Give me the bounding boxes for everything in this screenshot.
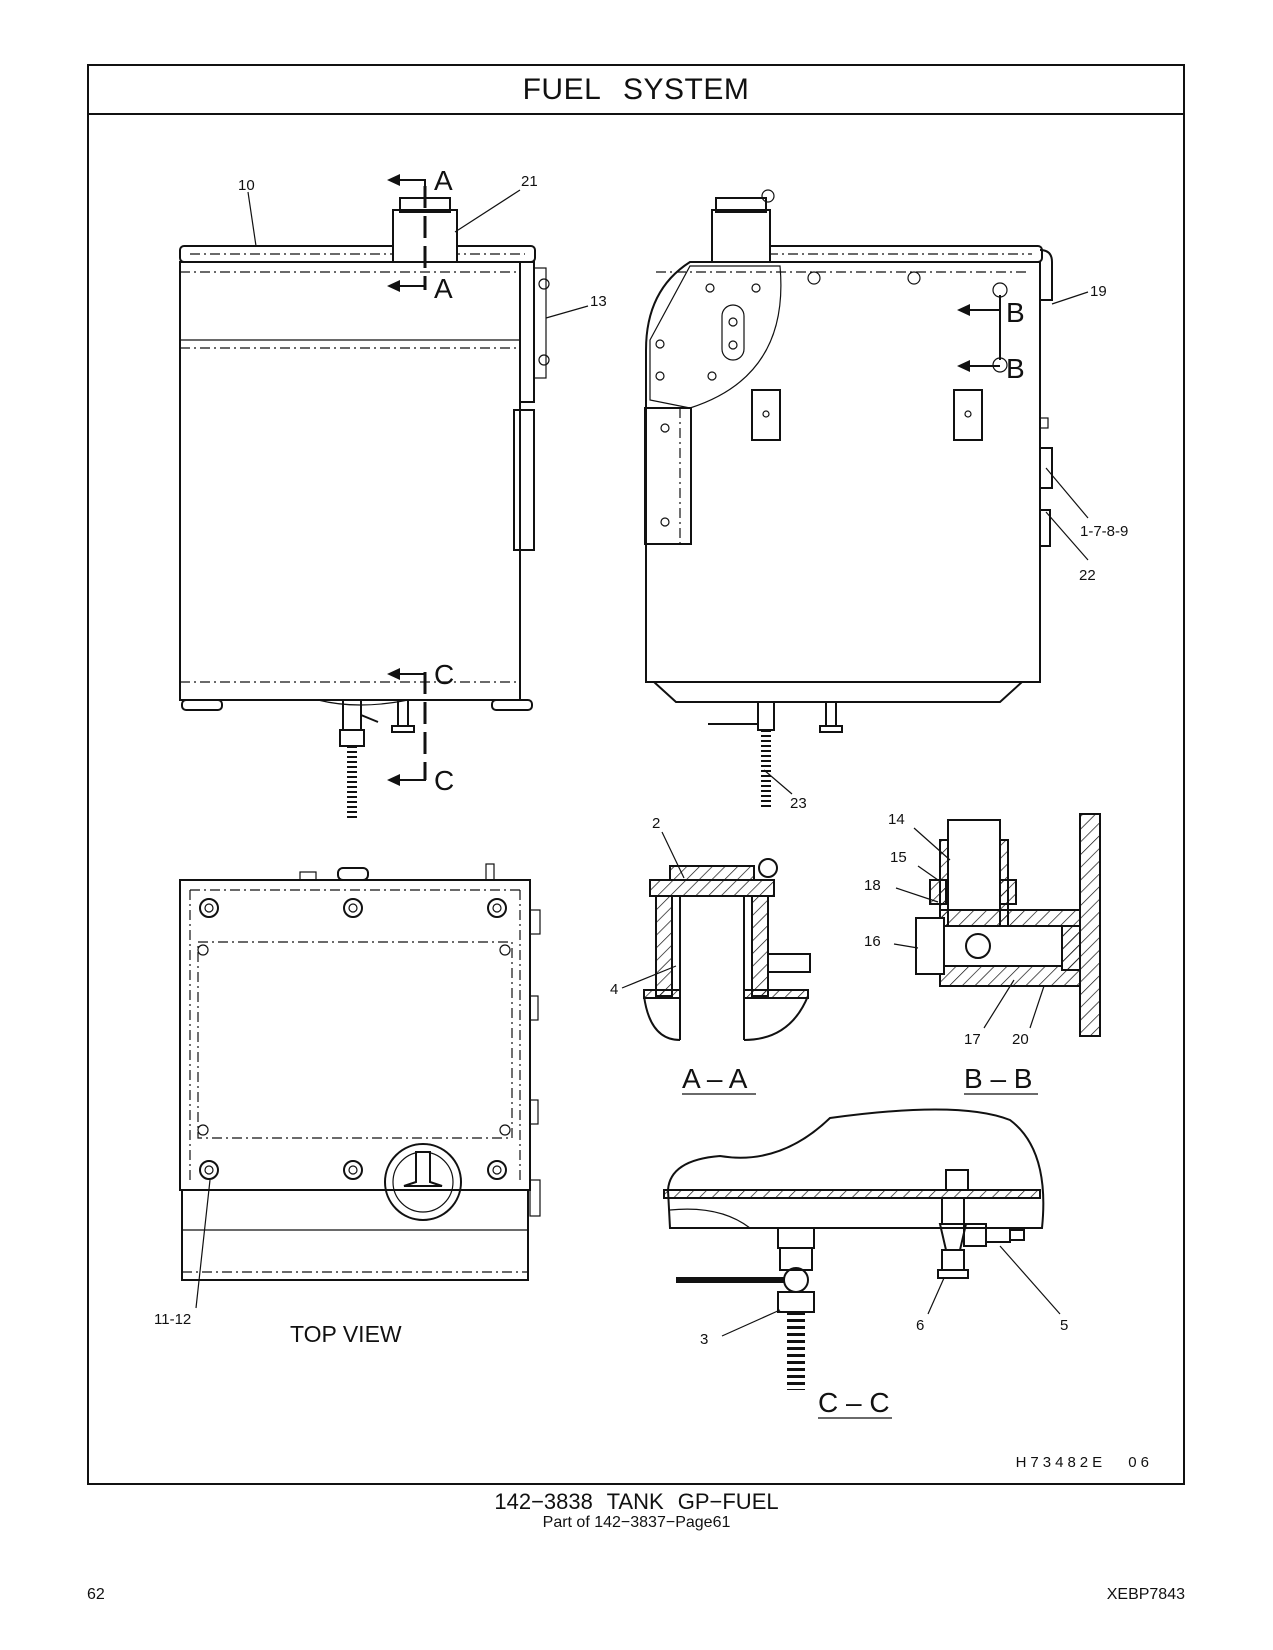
callout-10: 10	[238, 177, 255, 194]
top-view-label: TOP VIEW	[290, 1321, 402, 1347]
front-view	[179, 174, 550, 820]
top-view	[179, 863, 541, 1281]
callout-labels: 10 21 13 19 1-7-8-9 22 23 2 4 14 15 18 1…	[154, 173, 1128, 1348]
section-marker-a-top: A	[434, 165, 453, 196]
section-marker-b-top: B	[1006, 297, 1025, 328]
section-cc-label: C – C	[818, 1387, 890, 1418]
section-marker-b-bottom: B	[1006, 353, 1025, 384]
section-aa-label: A – A	[682, 1063, 748, 1094]
section-marker-c-top: C	[434, 659, 454, 690]
view-labels: TOP VIEW A – A B – B C – C	[290, 1063, 1038, 1419]
callout-1-7-8-9: 1-7-8-9	[1080, 523, 1128, 540]
callout-15: 15	[890, 849, 907, 866]
callout-2: 2	[652, 815, 660, 832]
page-title: FUEL SYSTEM	[89, 66, 1183, 115]
section-markers: A A B B C C	[434, 165, 1025, 796]
callout-18: 18	[864, 877, 881, 894]
section-bb-label: B – B	[964, 1063, 1032, 1094]
callout-6: 6	[916, 1317, 924, 1334]
callout-4: 4	[610, 981, 618, 998]
leader-lines	[195, 189, 1089, 1337]
caption-main: 142−3838 TANK GP−FUEL	[494, 1489, 779, 1514]
callout-11-12: 11-12	[154, 1311, 191, 1328]
callout-13: 13	[590, 293, 607, 310]
callout-16: 16	[864, 933, 881, 950]
section-marker-c-bottom: C	[434, 765, 454, 796]
callout-5: 5	[1060, 1317, 1068, 1334]
callout-14: 14	[888, 811, 905, 828]
callout-22: 22	[1079, 567, 1096, 584]
section-bb-view	[915, 813, 1101, 1037]
document-number: XEBP7843	[1106, 1586, 1185, 1603]
callout-19: 19	[1090, 283, 1107, 300]
drawing-frame: FUEL SYSTEM H73482E 06	[87, 64, 1185, 1485]
callout-17: 17	[964, 1031, 981, 1048]
callout-23: 23	[790, 795, 807, 812]
section-aa-view	[643, 858, 811, 1041]
caption-sub: Part of 142−3837−Page61	[542, 1514, 731, 1531]
section-marker-a-bottom: A	[434, 273, 453, 304]
callout-20: 20	[1012, 1031, 1029, 1048]
section-cc-view	[663, 1108, 1045, 1390]
drawing-id: H73482E 06	[1015, 1454, 1153, 1471]
page-number: 62	[87, 1586, 105, 1603]
callout-21: 21	[521, 173, 538, 190]
side-view	[644, 189, 1053, 810]
callout-3: 3	[700, 1331, 708, 1348]
figure-caption: 142−3838 TANK GP−FUEL Part of 142−3837−P…	[0, 1490, 1273, 1532]
